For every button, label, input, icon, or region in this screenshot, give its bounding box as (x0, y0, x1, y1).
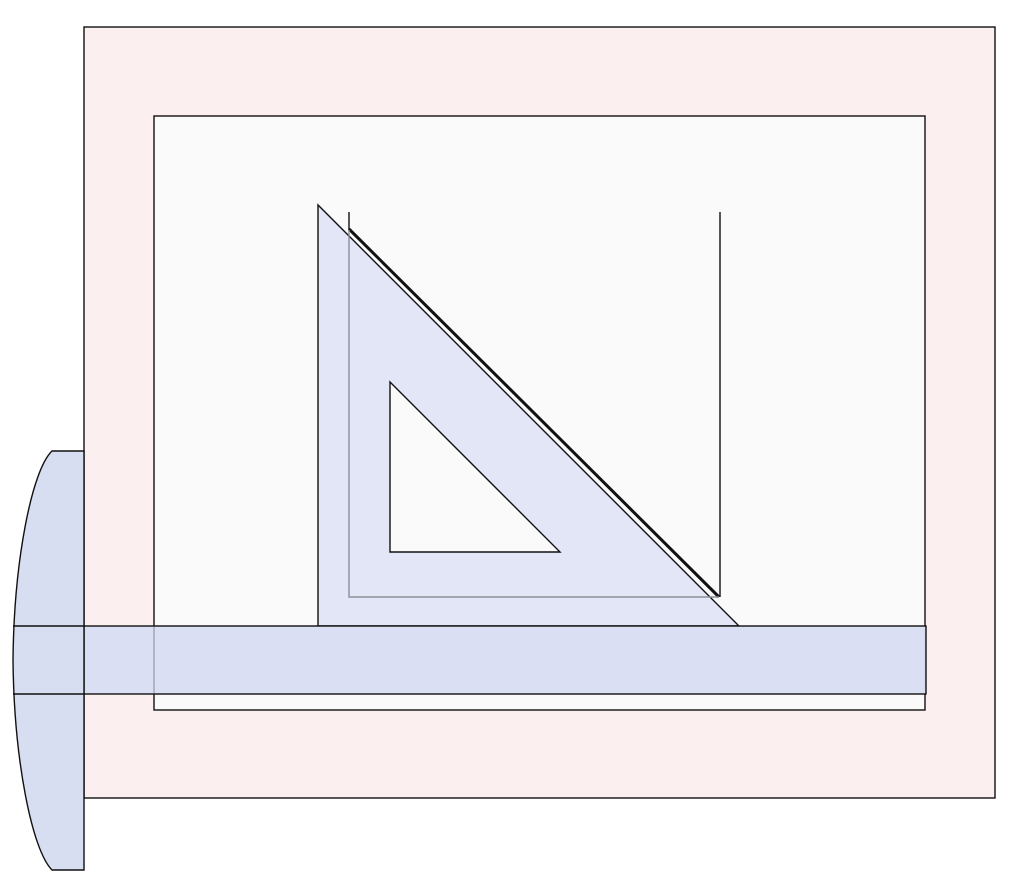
t-square-blade[interactable] (83, 625, 927, 695)
drawn-rectangle-trace (348, 230, 719, 598)
drawn-diagonal-line (347, 227, 721, 599)
t-square-head[interactable] (12, 450, 85, 871)
